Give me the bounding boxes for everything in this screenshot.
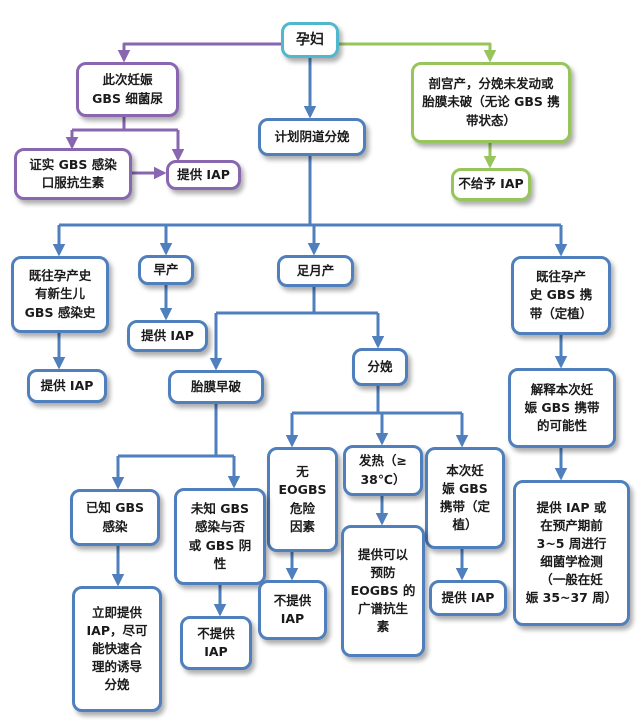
arrow-prom-split bbox=[118, 404, 234, 458]
node-explain-carriage: 解释本次妊 娠 GBS 携带 的可能性 bbox=[508, 368, 616, 448]
node-confirmed-gbs-oral-antibiotics: 证实 GBS 感染 口服抗生素 bbox=[14, 148, 132, 200]
node-no-iap-unknown: 不提供 IAP bbox=[180, 616, 252, 670]
node-preterm: 早产 bbox=[138, 255, 194, 285]
node-no-iap-cesarean: 不给予 IAP bbox=[451, 168, 531, 201]
node-iap-preterm: 提供 IAP bbox=[127, 320, 208, 352]
node-pregnant-woman: 孕妇 bbox=[281, 22, 339, 58]
node-planned-vaginal-delivery: 计划阴道分娩 bbox=[258, 118, 366, 156]
node-prom: 胎膜早破 bbox=[168, 370, 264, 404]
node-broad-spectrum-antibiotics: 提供可以 预防 EOGBS 的 广谱抗生 素 bbox=[341, 525, 425, 657]
arrow-root-to-cesarean bbox=[339, 42, 497, 63]
node-gbs-bacteriuria: 此次妊娠 GBS 细菌尿 bbox=[76, 62, 179, 117]
node-no-risk-factors: 无 EOGBS 危险 因素 bbox=[267, 447, 338, 552]
arrow-root-to-bacteriuria bbox=[117, 42, 281, 63]
node-iap-current-carriage: 提供 IAP bbox=[429, 580, 507, 616]
arrow-term-split bbox=[216, 287, 378, 315]
node-known-gbs: 已知 GBS 感染 bbox=[70, 489, 160, 546]
node-no-iap-no-risk: 不提供 IAP bbox=[258, 580, 327, 640]
arrow-labor-split bbox=[292, 386, 462, 415]
node-iap-prior-infant: 提供 IAP bbox=[27, 369, 107, 403]
node-iap-or-culture: 提供 IAP 或 在预产期前 3~5 周进行 细菌学检测 （一般在妊 娠 35~… bbox=[513, 480, 630, 626]
node-prior-infant-gbs: 既往孕产史 有新生儿 GBS 感染史 bbox=[11, 256, 109, 333]
node-iap-bacteriuria: 提供 IAP bbox=[166, 160, 241, 190]
node-immediate-iap-induce: 立即提供 IAP，尽可 能快速合 理的诱导 分娩 bbox=[72, 586, 162, 712]
node-current-gbs-carriage: 本次妊 娠 GBS 携带（定 植） bbox=[425, 447, 505, 549]
node-fever: 发热（≥ 38℃） bbox=[343, 445, 423, 496]
node-unknown-gbs: 未知 GBS 感染与否 或 GBS 阴 性 bbox=[174, 488, 266, 585]
node-prior-gbs-carriage: 既往孕产 史 GBS 携 带（定植） bbox=[511, 256, 611, 335]
node-cesarean-no-labor: 剖宫产，分娩未发动或 胎膜未破（无论 GBS 携 带状态） bbox=[411, 62, 571, 143]
node-labor: 分娩 bbox=[352, 348, 408, 386]
node-term: 足月产 bbox=[277, 255, 354, 287]
